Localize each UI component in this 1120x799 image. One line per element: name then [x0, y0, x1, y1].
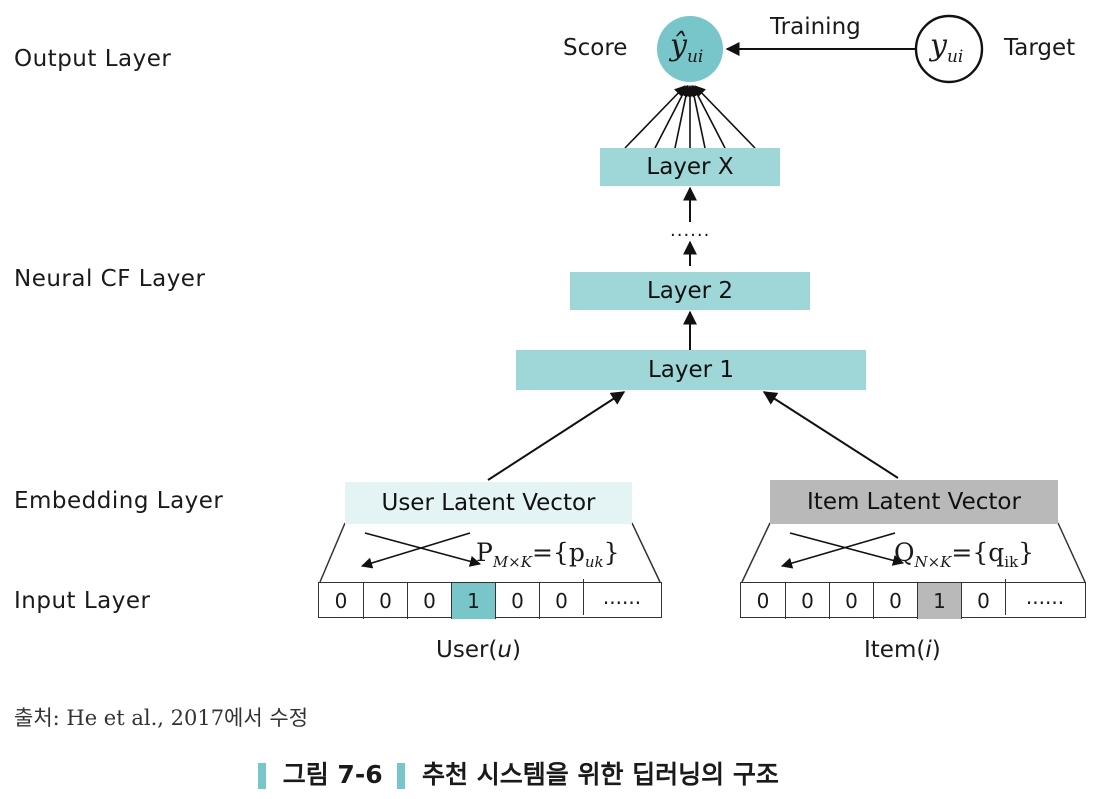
target-symbol: y [930, 28, 947, 63]
user-label-var: u [497, 637, 512, 663]
target-label: Target [1004, 35, 1076, 61]
layer-1-box: Layer 1 [516, 350, 866, 390]
figure-caption: 그림 7-6 추천 시스템을 위한 딥러닝의 구조 [258, 755, 779, 791]
item-input-label: Item(i) [864, 637, 941, 663]
user-input-cell-active: 1 [451, 583, 495, 619]
user-matrix-close: } [603, 538, 620, 567]
item-label-prefix: Item( [864, 637, 926, 663]
layer-x-box: Layer X [600, 148, 780, 186]
item-matrix-dim: N×K [914, 553, 952, 571]
user-matrix-eq: ={p [531, 538, 585, 567]
score-symbol: ŷ [670, 28, 687, 63]
user-input-cell: 0 [407, 583, 451, 619]
item-input-cell-active: 1 [917, 583, 961, 619]
source-note: 출처: He et al., 2017에서 수정 [14, 706, 309, 730]
user-latent-vector: User Latent Vector [345, 482, 632, 524]
user-matrix-dim: M×K [492, 553, 532, 571]
user-input-cell: 0 [334, 589, 348, 613]
caption-title: 그림 7-6 [282, 760, 383, 789]
item-label-var: i [925, 637, 932, 663]
item-matrix-letter: Q [894, 538, 915, 567]
user-input-cell: 0 [539, 583, 583, 619]
neural-cf-layer-label: Neural CF Layer [14, 266, 206, 292]
score-subscript: ui [686, 47, 704, 67]
user-matrix-index: uk [584, 553, 604, 571]
output-layer-label: Output Layer [14, 46, 172, 72]
input-layer-label: Input Layer [14, 588, 151, 614]
caption-bar-right [397, 763, 406, 789]
item-input-cell: 0 [785, 583, 829, 619]
user-input-cell: 0 [363, 583, 407, 619]
item-input-cell: 0 [756, 589, 770, 613]
item-matrix-close: } [1018, 538, 1035, 567]
layer-2-box: Layer 2 [570, 272, 810, 310]
ellipsis-dots: ...... [670, 220, 711, 241]
embedding-layer-label: Embedding Layer [14, 488, 224, 514]
item-input-cell: 0 [961, 583, 1005, 619]
item-input-cell-ellipsis: ...... [1005, 579, 1084, 615]
user-input-vector: 0 0 0 1 0 0 ...... [318, 579, 662, 619]
target-subscript: ui [946, 47, 964, 67]
user-input-cell-ellipsis: ...... [583, 579, 660, 615]
item-label-suffix: ) [931, 637, 941, 663]
caption-bar-left [258, 763, 266, 789]
score-label: Score [563, 35, 628, 61]
user-input-label: User(u) [436, 637, 521, 663]
training-label: Training [770, 14, 861, 40]
caption-text: 추천 시스템을 위한 딥러닝의 구조 [422, 760, 779, 789]
user-matrix-label: PM×K={puk} [476, 538, 619, 571]
item-matrix-label: QN×K={qik} [894, 538, 1034, 571]
user-label-suffix: ) [511, 637, 521, 663]
user-label-prefix: User( [436, 637, 498, 663]
item-input-cell: 0 [829, 583, 873, 619]
item-input-cell: 0 [873, 583, 917, 619]
user-input-cell: 0 [495, 583, 539, 619]
user-matrix-letter: P [476, 538, 493, 567]
score-node: ŷui [670, 28, 703, 67]
item-latent-vector: Item Latent Vector [770, 480, 1058, 524]
item-matrix-eq: ={q [951, 538, 1005, 567]
target-node: yui [930, 28, 963, 67]
item-input-vector: 0 0 0 0 1 0 ...... [740, 579, 1086, 619]
item-matrix-index: ik [1004, 553, 1019, 571]
